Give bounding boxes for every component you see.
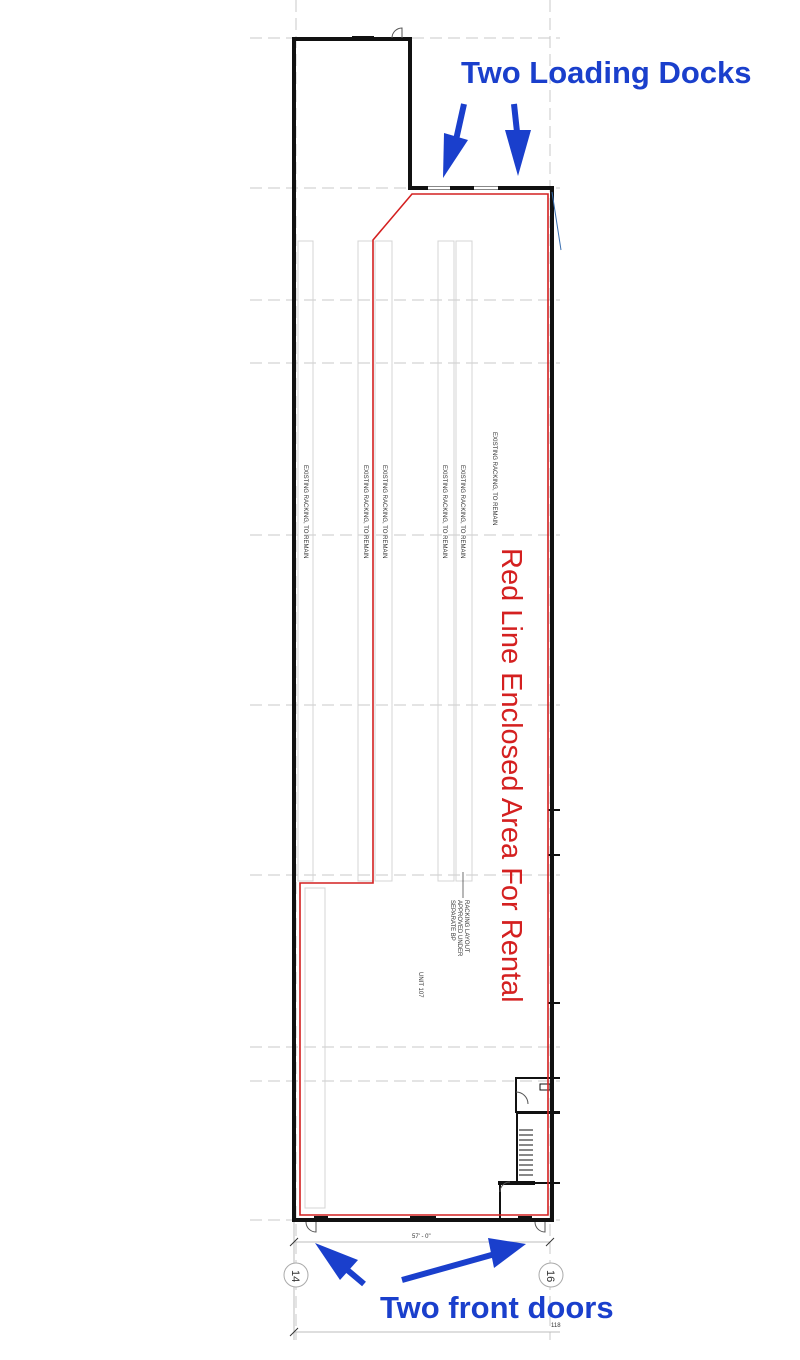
building-walls: [292, 27, 562, 1222]
racking-label: EXISTING RACKING, TO REMAIN: [459, 465, 465, 558]
front-doors-annotation: Two front doors: [380, 1290, 614, 1325]
rental-boundary: [299, 193, 549, 1216]
rental-area-annotation: Red Line Enclosed Area For Rental: [495, 548, 527, 1003]
unit-label: UNIT 107: [417, 972, 423, 998]
grid-bubble-16: 16: [538, 1262, 564, 1288]
svg-text:RACKING LAYOUT: RACKING LAYOUT: [463, 900, 469, 953]
loading-dock-arrow-right: [505, 103, 531, 176]
dimension-lines: 57' - 0" 118: [289, 1222, 561, 1340]
racking-labels: EXISTING RACKING, TO REMAIN EXISTING RAC…: [302, 432, 497, 558]
dimension-label-partial: 118: [551, 1323, 561, 1329]
loading-docks-annotation: Two Loading Docks: [461, 55, 752, 90]
grid-bubble-14: 14: [283, 1262, 309, 1288]
front-door-arrow-right: [401, 1238, 526, 1283]
stair-washroom: [305, 1077, 560, 1233]
front-door-arrow-left: [315, 1243, 366, 1287]
racking-label: EXISTING RACKING, TO REMAIN: [381, 465, 387, 558]
dimension-label: 57' - 0": [412, 1234, 431, 1240]
racking-label: EXISTING RACKING, TO REMAIN: [491, 432, 497, 525]
svg-text:14: 14: [289, 1270, 301, 1282]
loading-dock-arrow-left: [443, 103, 468, 178]
racking-label: EXISTING RACKING, TO REMAIN: [362, 465, 368, 558]
racking-outlines: [297, 240, 473, 1209]
svg-text:APPROVED UNDER: APPROVED UNDER: [456, 900, 462, 957]
racking-label: EXISTING RACKING, TO REMAIN: [302, 465, 308, 558]
svg-text:SEPARATE BP: SEPARATE BP: [449, 900, 455, 941]
racking-label: EXISTING RACKING, TO REMAIN: [441, 465, 447, 558]
svg-text:16: 16: [544, 1270, 556, 1282]
racking-note: RACKING LAYOUT APPROVED UNDER SEPARATE B…: [449, 872, 469, 957]
